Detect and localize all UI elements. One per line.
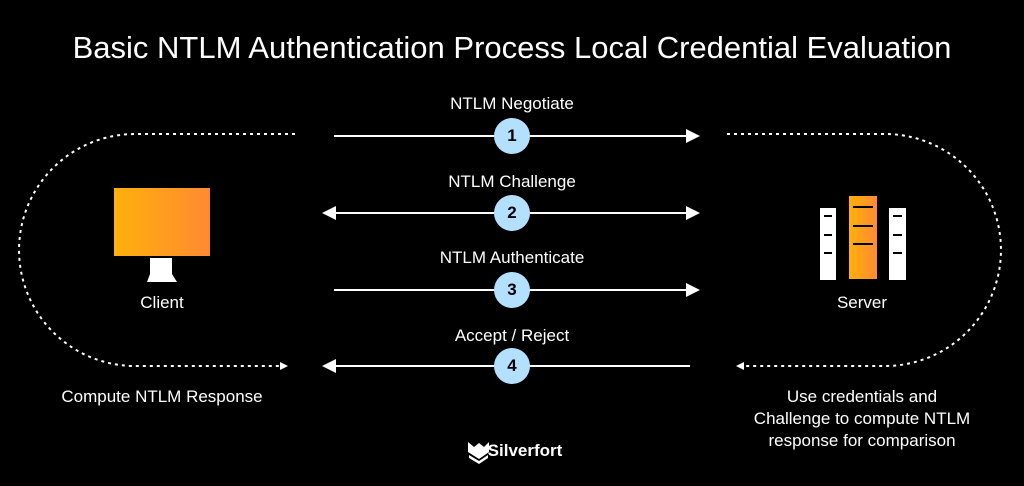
step-label: NTLM Negotiate xyxy=(450,94,574,113)
step-number-badge: 1 xyxy=(494,118,530,154)
server-rack-icon xyxy=(820,196,906,280)
step-label: Accept / Reject xyxy=(454,326,570,345)
step-label: NTLM Authenticate xyxy=(439,248,585,267)
brand-name: Silverfort xyxy=(487,441,563,460)
step-number-badge: 4 xyxy=(494,348,530,384)
step-number-badge: 2 xyxy=(494,195,530,231)
client-note: Compute NTLM Response xyxy=(61,387,263,406)
client-monitor-icon xyxy=(114,188,210,282)
step-label: NTLM Challenge xyxy=(448,172,576,191)
page-title: Basic NTLM Authentication Process Local … xyxy=(72,30,952,65)
step-number-badge: 3 xyxy=(494,272,530,308)
client-label: Client xyxy=(140,293,184,312)
silverfort-logo-icon xyxy=(468,442,489,464)
server-note-line: response for comparison xyxy=(768,431,956,450)
server-note-line: Challenge to compute NTLM xyxy=(753,409,971,428)
server-label: Server xyxy=(836,293,888,312)
server-note-line: Use credentials and xyxy=(786,387,938,406)
